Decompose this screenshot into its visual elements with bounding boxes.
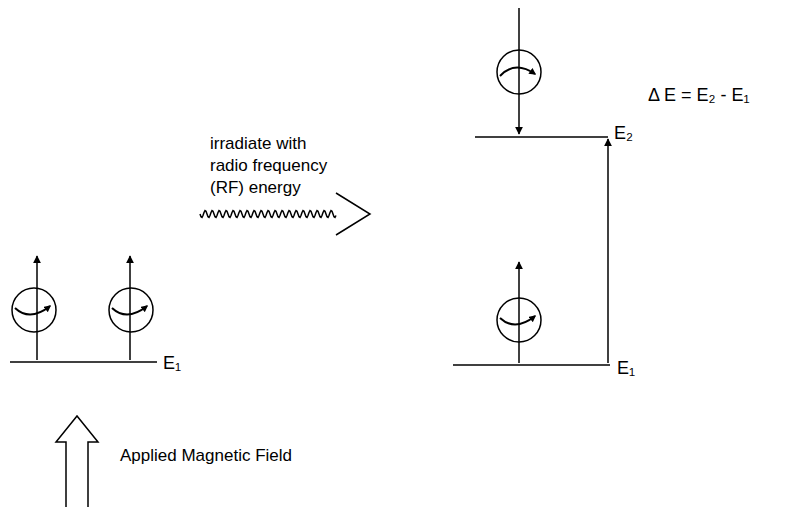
spin-arrow xyxy=(36,256,38,360)
spin-circle xyxy=(109,288,153,332)
transition-arrow xyxy=(607,139,609,363)
energy-level xyxy=(475,136,608,138)
spin-circle xyxy=(12,288,56,332)
energy-level-label: E₁ xyxy=(163,352,181,374)
energy-level xyxy=(10,361,157,363)
energy-level xyxy=(453,364,610,366)
spin-arrow xyxy=(129,256,131,360)
rotation-arrow xyxy=(500,67,535,76)
energy-level-label: E₁ xyxy=(617,357,635,379)
rf-chevron xyxy=(336,193,370,235)
spin-arrow xyxy=(518,8,520,134)
rotation-arrow xyxy=(15,306,50,315)
rf-wave xyxy=(200,211,336,218)
rotation-arrow xyxy=(500,316,535,325)
spin-arrow xyxy=(518,262,520,363)
rf-instruction: irradiate with radio frequency (RF) ener… xyxy=(210,133,345,199)
energy-gap-label: Δ E = E₂ - E₁ xyxy=(648,84,750,106)
energy-level-label: E₂ xyxy=(614,122,633,144)
field-arrow xyxy=(56,416,98,507)
field-label: Applied Magnetic Field xyxy=(120,445,292,467)
rotation-arrow xyxy=(112,306,147,315)
